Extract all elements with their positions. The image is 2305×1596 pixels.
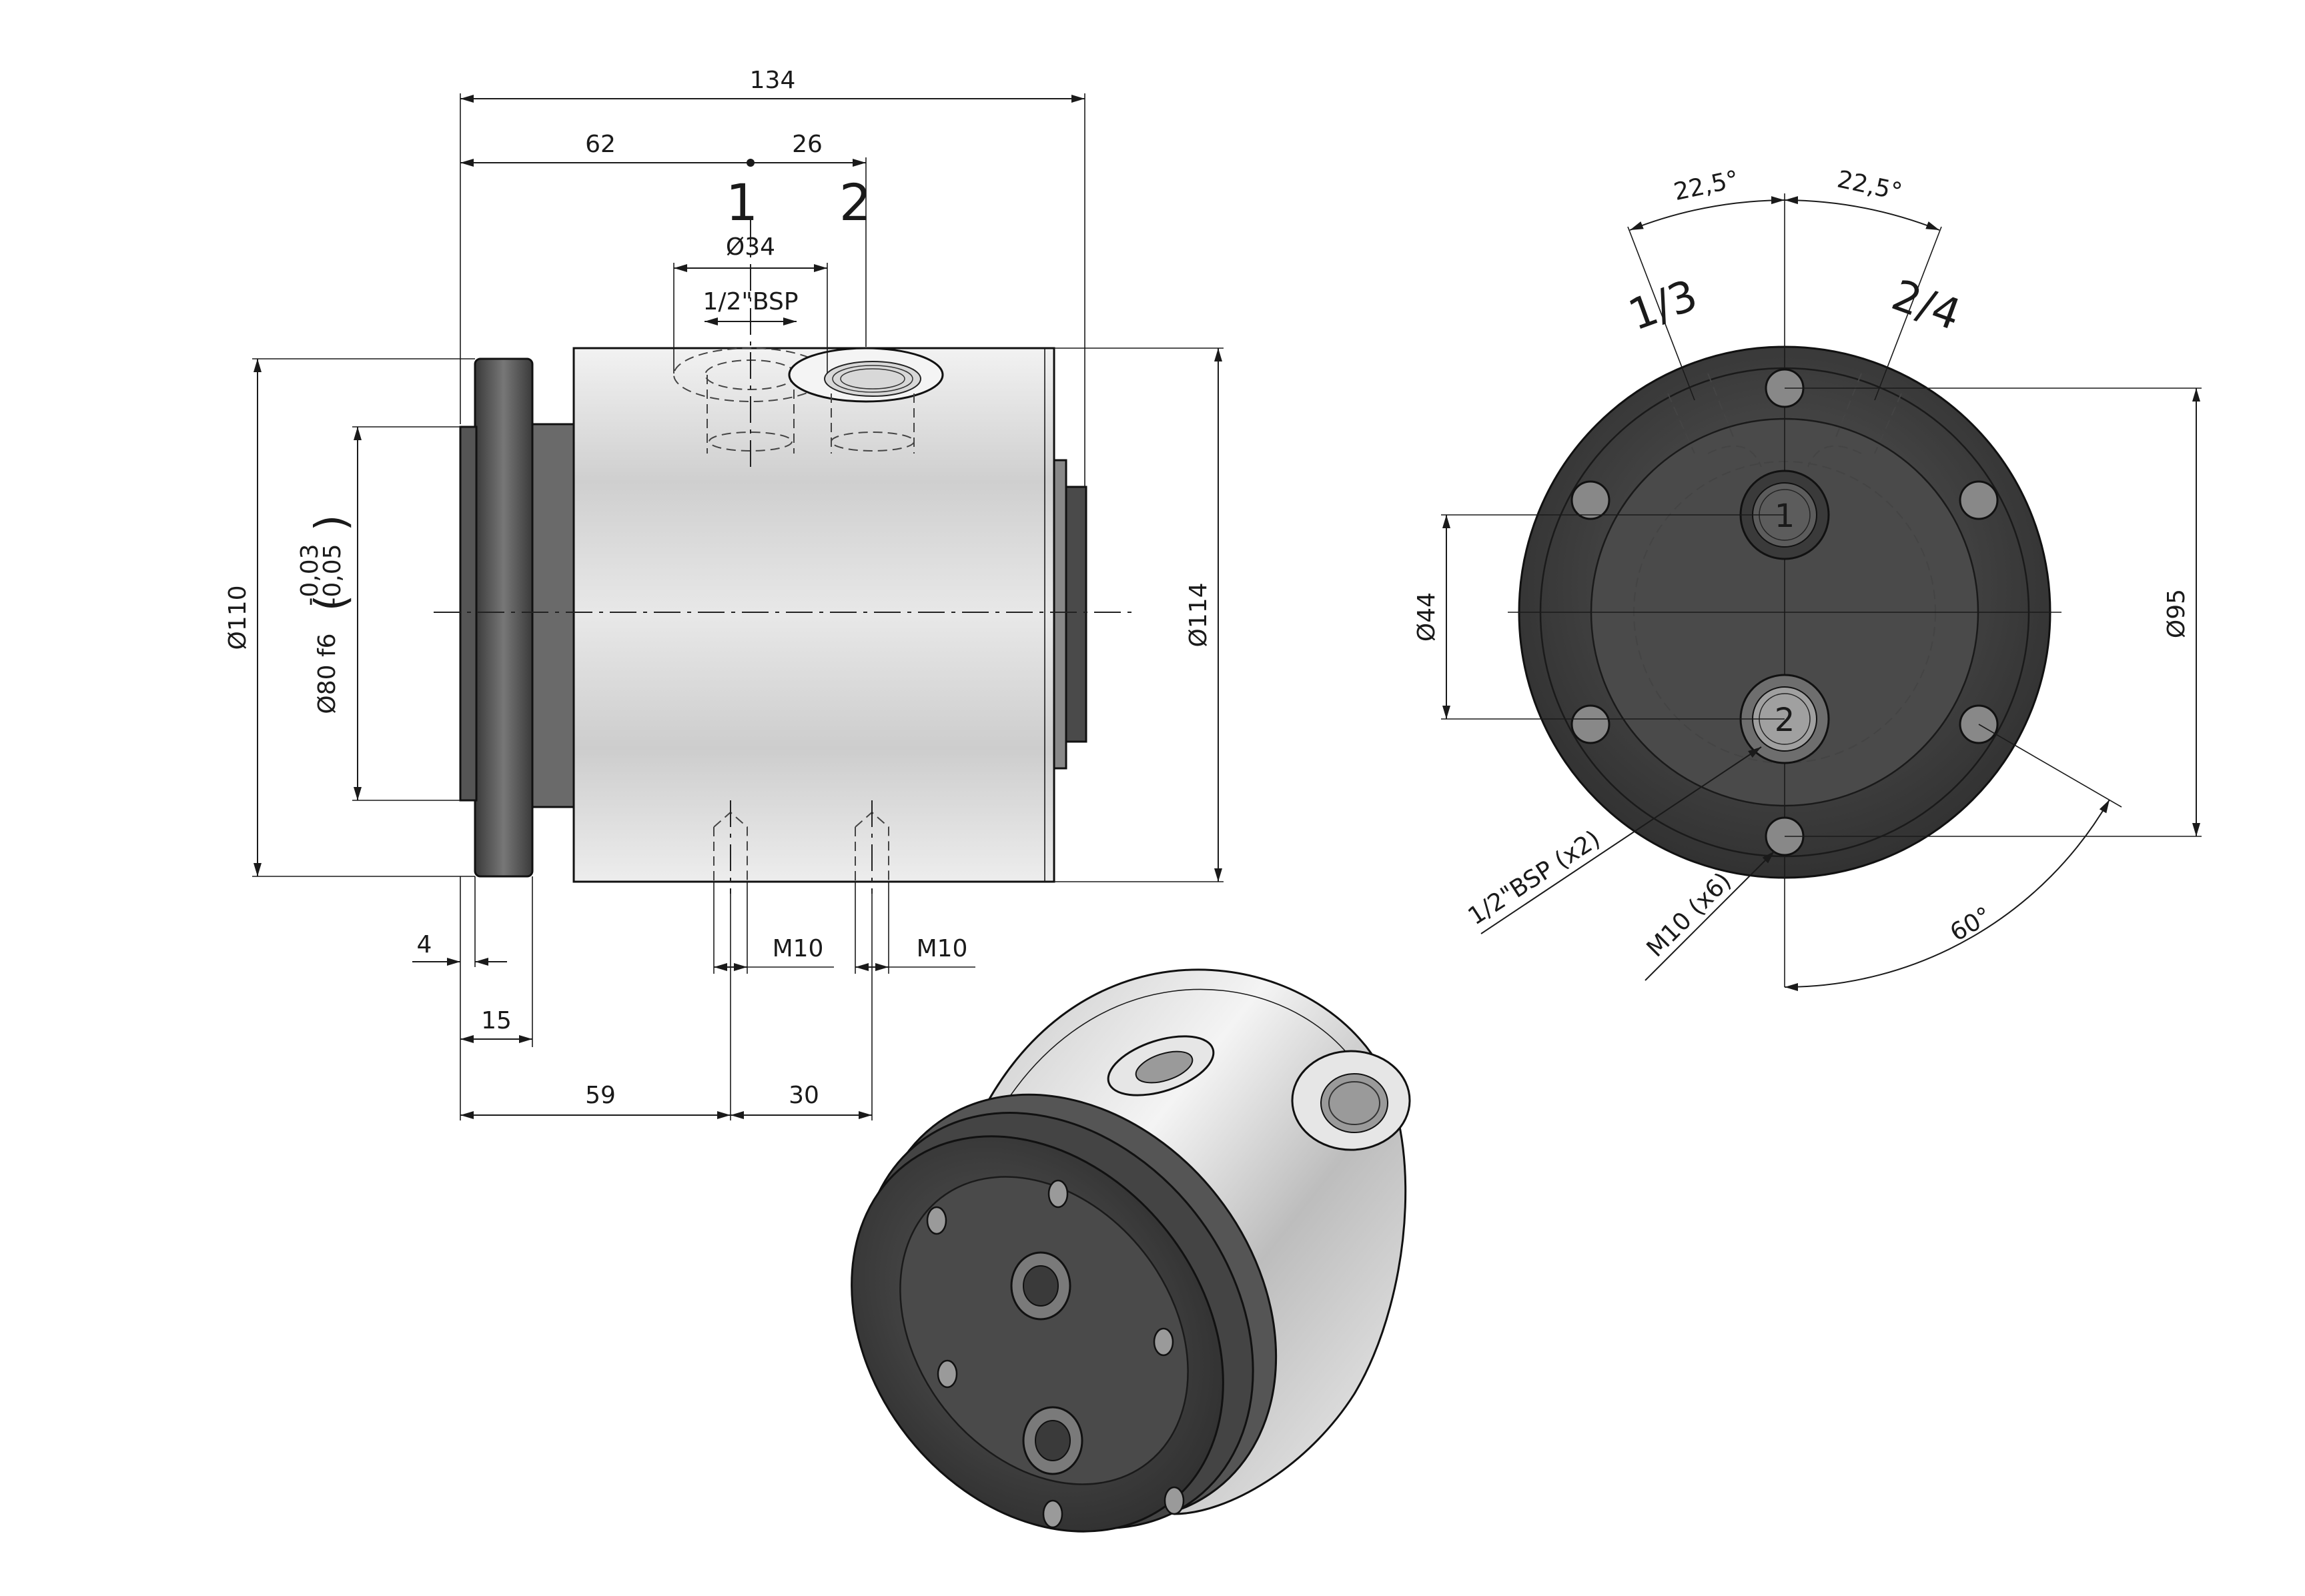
flange-step [459, 426, 478, 802]
dim-port1-position: 62 [585, 131, 616, 158]
dim-spigot-diameter: Ø80 f6 [314, 633, 341, 714]
tapped-hole-right [855, 800, 889, 894]
dim-flange-thickness: 15 [481, 1007, 512, 1034]
dim-thread-left: M10 [773, 935, 824, 962]
dim-bolt-circle: Ø95 [2163, 589, 2190, 638]
end-view: 1 2 22,5° 22,5° 1/3 2/4 Ø44 [1413, 165, 2202, 991]
port-2 [788, 347, 944, 454]
dim-flange-diameter: Ø110 [224, 585, 252, 650]
bolt-hole [1959, 480, 1999, 520]
paren-open: ( [307, 595, 356, 612]
port-thread-note: 1/2"BSP (x2) [1463, 825, 1605, 930]
side-view: 134 62 26 1 2 Ø34 1/2"BSP Ø110 Ø80 f6 ( … [224, 67, 1224, 1120]
dim-port-spacing-end: Ø44 [1413, 592, 1440, 642]
main-body [572, 347, 1055, 883]
port-label-1: 1 [726, 173, 758, 232]
angle-bolt-spacing: 60° [1945, 902, 1996, 946]
rear-stub [1053, 459, 1067, 770]
port-thread-label: 1/2"BSP [703, 288, 798, 315]
end-port-center-1: 1 [1775, 498, 1795, 535]
paren-close: ) [307, 515, 356, 532]
dim-hole-spacing: 30 [789, 1082, 819, 1109]
dim-body-diameter: Ø114 [1185, 582, 1212, 647]
angle-left: 22,5° [1671, 165, 1741, 206]
dim-port-spacing: 26 [792, 131, 823, 158]
bolt-thread-note: M10 (x6) [1642, 868, 1737, 963]
dim-flange-step: 4 [417, 931, 432, 958]
isometric-view [851, 968, 1411, 1533]
angle-right: 22,5° [1835, 165, 1905, 206]
port-group-right: 2/4 [1885, 271, 1967, 341]
port-group-left: 1/3 [1623, 271, 1704, 341]
dim-overall-length: 134 [750, 67, 796, 94]
tolerance-upper: -0,03 [296, 544, 324, 606]
rear-cap [1065, 486, 1087, 743]
bolt-hole [1570, 480, 1610, 520]
iso-bolt-holes [926, 1179, 1185, 1529]
tapped-hole-left [713, 800, 748, 894]
tolerance-lower: -0,05 [319, 544, 346, 606]
end-port-center-2: 2 [1775, 702, 1795, 739]
bolt-hole [1570, 704, 1610, 744]
dim-hole-position: 59 [585, 1082, 616, 1109]
dim-thread-right: M10 [917, 935, 968, 962]
flange [474, 357, 534, 878]
dim-port-bore: Ø34 [726, 233, 775, 261]
neck [531, 423, 575, 808]
port-label-2: 2 [839, 173, 871, 232]
